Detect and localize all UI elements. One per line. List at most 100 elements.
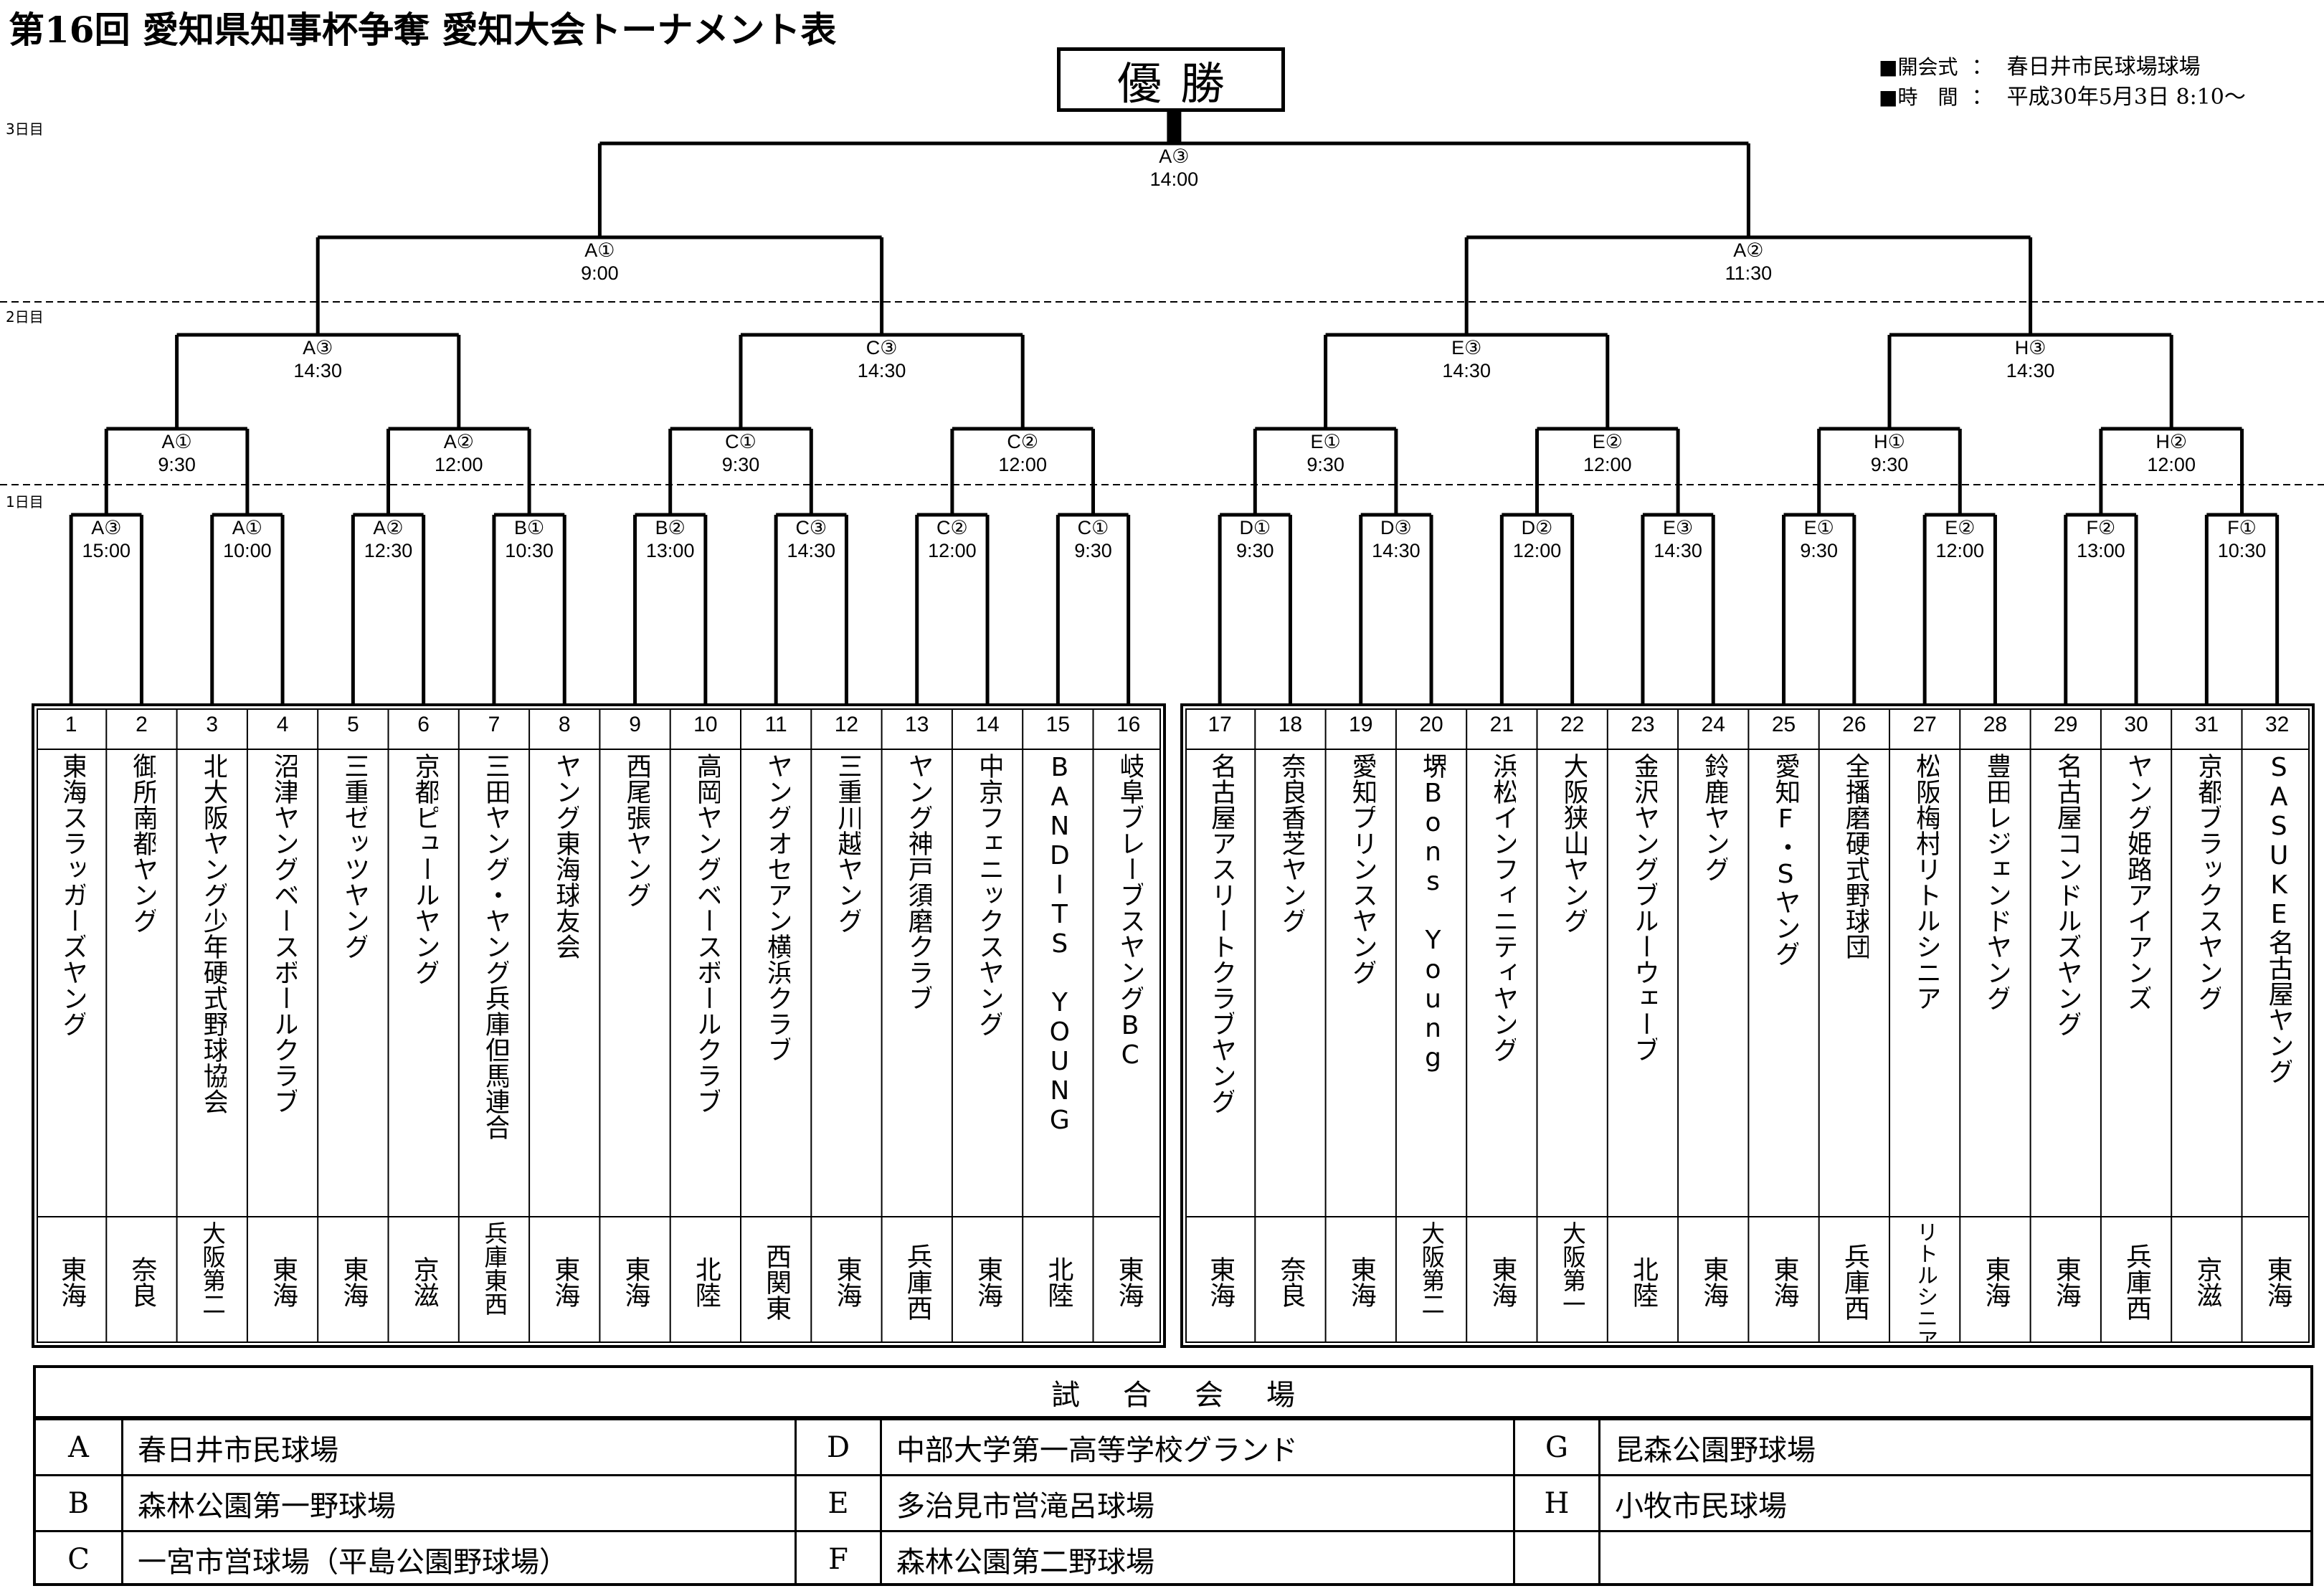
team-region: 東海	[1748, 1219, 1818, 1344]
team-region-text: 東海	[1699, 1255, 1729, 1308]
team-number: 4	[276, 713, 289, 736]
match-code: F①	[2227, 517, 2257, 538]
match-code: F②	[2086, 517, 2116, 538]
match-code: H②	[2155, 431, 2188, 452]
match-time: 13:00	[645, 540, 695, 561]
team-number: 20	[1419, 713, 1443, 736]
team-region-text: 兵庫西	[1839, 1243, 1869, 1321]
team-name: 高岡ヤングベースボールクラブ	[692, 753, 720, 1114]
match-time: 14:30	[787, 540, 836, 561]
team-number: 23	[1631, 713, 1655, 736]
team-region: 東海	[599, 1219, 670, 1344]
match-code: A①	[161, 431, 192, 452]
team-name: 大阪狭山ヤング	[1559, 753, 1587, 934]
venue-name: 森林公園第一野球場	[138, 1489, 396, 1523]
match-code: C③	[795, 517, 827, 538]
match-time: 9:30	[1800, 540, 1838, 561]
venue-code: B	[36, 1476, 123, 1530]
team-name: ヤング姫路アイアンズ	[2123, 753, 2151, 1011]
venue-code: F	[795, 1532, 882, 1586]
venue-code: E	[795, 1476, 882, 1530]
team-name: 豊田レジェンドヤング	[1982, 753, 2010, 1011]
match-code: E①	[1803, 517, 1834, 538]
team-region-text: 東海	[2051, 1255, 2081, 1308]
team-region: 大阪第二	[177, 1219, 247, 1344]
team-number: 13	[905, 713, 929, 736]
team-name: 奈良香芝ヤング	[1277, 753, 1305, 934]
team-region-text: 東海	[1205, 1255, 1235, 1308]
team-number: 30	[2124, 713, 2148, 736]
match-time: 9:30	[158, 454, 196, 475]
venue-name: 多治見市営滝呂球場	[896, 1489, 1154, 1523]
match-code: A③	[1159, 146, 1190, 167]
team-region: 北陸	[670, 1219, 741, 1344]
venue-name: 中部大学第一高等学校グランド	[896, 1433, 1298, 1467]
team-name: 東海スラッガーズヤング	[58, 753, 86, 1037]
team-region: 兵庫東西	[459, 1219, 529, 1344]
opening-label: ■開会式	[1879, 55, 1958, 79]
team-number: 28	[1983, 713, 2008, 736]
day2-label: 2日目	[6, 308, 44, 326]
team-number: 2	[136, 713, 148, 736]
team-region-text: 東海	[1487, 1255, 1517, 1308]
team-region: 東海	[2242, 1219, 2313, 1344]
team-region-text: 大阪第一	[1560, 1220, 1585, 1316]
team-number: 22	[1560, 713, 1585, 736]
team-region-text: 北陸	[1043, 1255, 1073, 1308]
team-number: 11	[764, 713, 787, 736]
team-name: 御所南都ヤング	[128, 753, 156, 934]
match-code: C③	[865, 337, 898, 358]
team-number: 32	[2264, 713, 2290, 736]
team-region-text: 東海	[1981, 1255, 2011, 1308]
match-time: 14:30	[2006, 360, 2055, 381]
champion-box: 優勝	[1057, 47, 1285, 112]
team-number: 31	[2194, 713, 2219, 736]
match-code: C①	[725, 431, 757, 452]
venue-code: D	[795, 1420, 882, 1474]
venue-name	[1600, 1532, 2310, 1586]
team-name: 名古屋コンドルズヤング	[2052, 753, 2080, 1037]
team-name: 西尾張ヤング	[622, 753, 650, 908]
match-time: 12:00	[998, 454, 1047, 475]
team-name: 愛知F・Sヤング	[1770, 753, 1798, 967]
match-time: 14:30	[1654, 540, 1702, 561]
team-region-text: 東海	[2262, 1255, 2292, 1308]
match-time: 11:30	[1725, 262, 1773, 284]
team-region: 東海	[529, 1219, 599, 1344]
match-code: C②	[1007, 431, 1039, 452]
match-code: D②	[1521, 517, 1553, 538]
venue-title: 試合会場	[36, 1368, 2310, 1418]
team-number: 8	[558, 713, 571, 736]
match-time: 10:00	[223, 540, 272, 561]
team-region-text: 東海	[832, 1255, 862, 1308]
match-time: 12:00	[928, 540, 977, 561]
match-code: E②	[1945, 517, 1976, 538]
time-label: ■時 間	[1879, 85, 1958, 109]
match-code: E③	[1451, 337, 1482, 358]
team-name: 中京フェニックスヤング	[974, 753, 1002, 1037]
match-code: A①	[584, 239, 615, 261]
team-name: 浜松インフィニティヤング	[1489, 753, 1517, 1063]
match-time: 14:30	[1442, 360, 1491, 381]
team-number: 17	[1208, 713, 1232, 736]
team-region: 北陸	[1608, 1219, 1678, 1344]
team-region: 東海	[1326, 1219, 1396, 1344]
team-name: 堺Bons Young	[1418, 753, 1446, 1073]
team-name: 京都ブラックスヤング	[2193, 753, 2221, 1011]
